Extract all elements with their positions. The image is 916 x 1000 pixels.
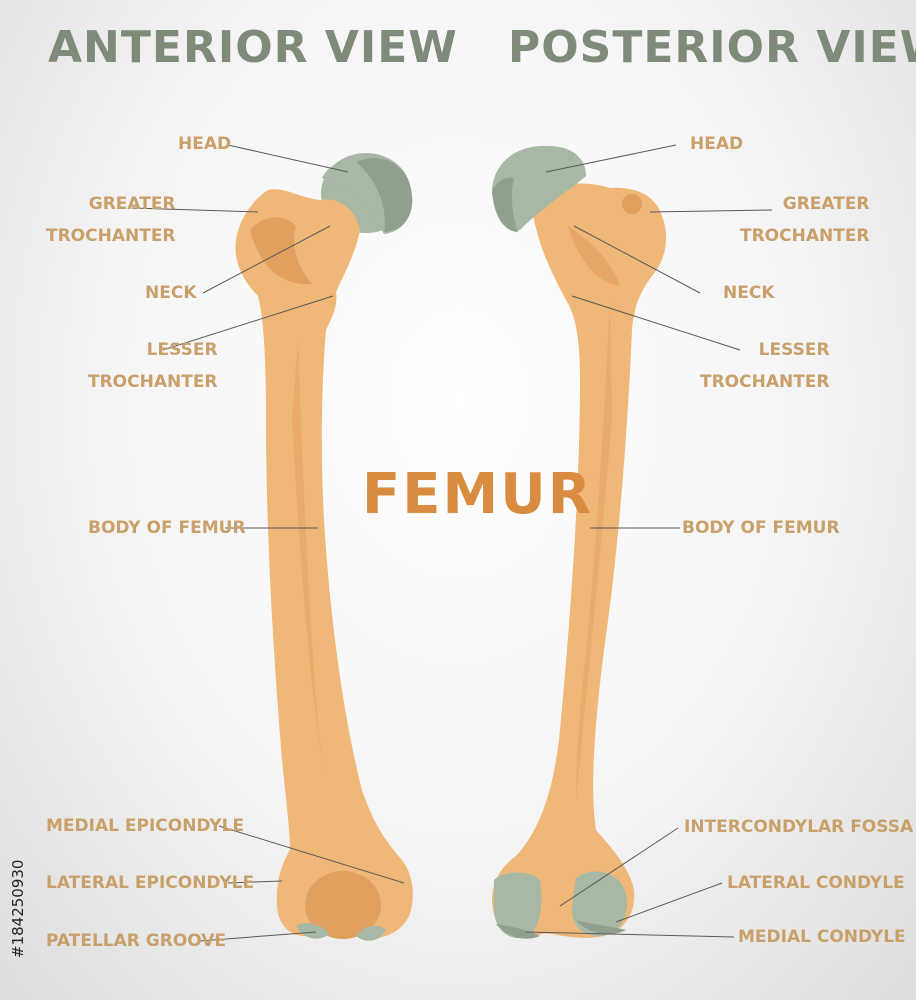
- label-anterior-lateral-epicondyle: LATERAL EPICONDYLE: [46, 873, 255, 893]
- label-posterior-neck: NECK: [723, 283, 775, 303]
- leader-lines: [131, 144, 773, 942]
- label-anterior-lesser-trochanter-line2: TROCHANTER: [88, 372, 218, 392]
- femur-title: FEMUR: [362, 462, 593, 527]
- label-posterior-medial-condyle: MEDIAL CONDYLE: [738, 927, 906, 947]
- posterior-lateral-condyle-shape: [572, 871, 627, 936]
- label-posterior-lesser-trochanter-line1: LESSER: [758, 340, 830, 360]
- label-posterior-greater-trochanter-line1: GREATER: [782, 194, 870, 214]
- anterior-view-title: ANTERIOR VIEW: [48, 22, 458, 73]
- label-anterior-neck: NECK: [145, 283, 197, 303]
- label-anterior-head: HEAD: [178, 134, 232, 154]
- label-posterior-lesser-trochanter-line2: TROCHANTER: [700, 372, 830, 392]
- label-posterior-lateral-condyle: LATERAL CONDYLE: [727, 873, 905, 893]
- posterior-femur: [492, 145, 667, 939]
- posterior-shaft-shape: [492, 183, 667, 938]
- stock-id-text: #184250930: [9, 859, 27, 958]
- posterior-head-shape: [492, 145, 586, 231]
- label-posterior-head: HEAD: [690, 134, 744, 154]
- posterior-medial-condyle-shape: [494, 872, 542, 938]
- label-anterior-greater-trochanter: GREATER TROCHANTER: [46, 188, 176, 252]
- label-anterior-body-of-femur: BODY OF FEMUR: [88, 518, 246, 538]
- label-anterior-lesser-trochanter-line1: LESSER: [146, 340, 218, 360]
- posterior-head-dark: [492, 177, 518, 232]
- label-posterior-greater-trochanter-line2: TROCHANTER: [740, 226, 870, 246]
- label-anterior-patellar-groove: PATELLAR GROOVE: [46, 931, 227, 951]
- anterior-shaft-shape: [235, 189, 413, 939]
- anterior-patellar-surface: [305, 871, 381, 939]
- label-posterior-greater-trochanter: GREATER TROCHANTER: [740, 188, 870, 252]
- posterior-view-title: POSTERIOR VIEW: [508, 22, 916, 73]
- label-anterior-greater-trochanter-line2: TROCHANTER: [46, 226, 176, 246]
- anterior-femur: [235, 153, 413, 941]
- label-anterior-medial-epicondyle: MEDIAL EPICONDYLE: [46, 816, 245, 836]
- label-anterior-lesser-trochanter: LESSER TROCHANTER: [88, 334, 218, 398]
- label-posterior-intercondylar-fossa: INTERCONDYLAR FOSSA: [684, 817, 914, 837]
- label-posterior-lesser-trochanter: LESSER TROCHANTER: [700, 334, 830, 398]
- anterior-head-dark: [356, 157, 413, 232]
- label-anterior-greater-trochanter-line1: GREATER: [88, 194, 176, 214]
- label-posterior-body-of-femur: BODY OF FEMUR: [682, 518, 840, 538]
